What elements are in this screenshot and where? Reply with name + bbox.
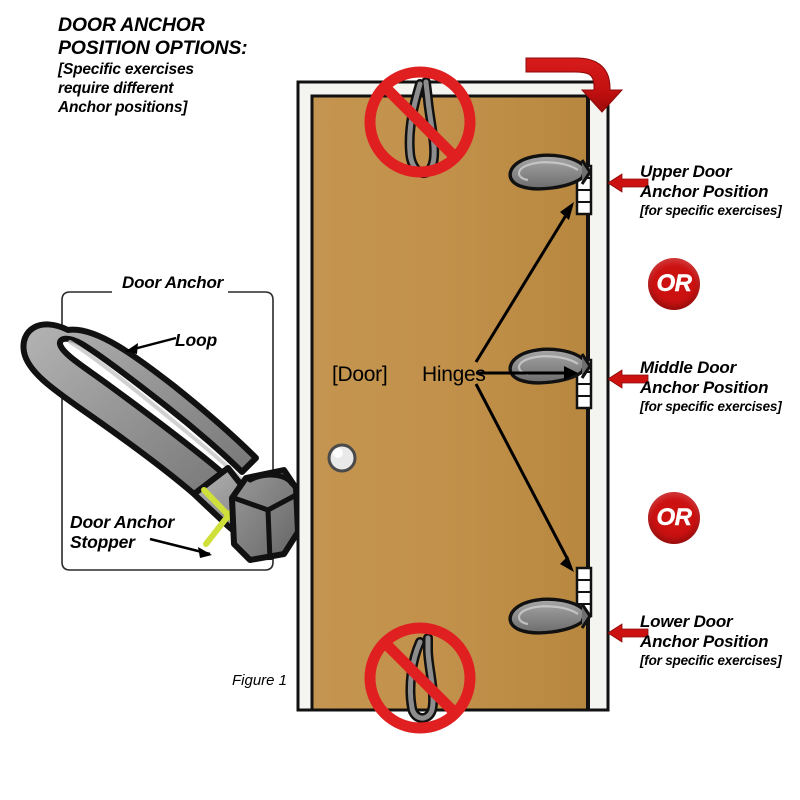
hinges-leader-lines [474, 202, 578, 572]
stopper-label: Door Anchor Stopper [70, 512, 174, 552]
heading-line-3: [Specific exercises [58, 61, 194, 78]
strap-loop-outer [20, 321, 259, 529]
callout-middle-line-3: [for specific exercises] [640, 399, 782, 414]
callout-lower-door-anchor: Lower Door Anchor Position [for specific… [640, 612, 800, 669]
figure-caption: Figure 1 [232, 672, 288, 689]
callout-middle-door-anchor: Middle Door Anchor Position [for specifi… [640, 358, 800, 415]
doorknob-icon [327, 443, 357, 473]
heading-line-5: Anchor positions] [58, 99, 188, 116]
door-anchor-lower [508, 597, 592, 635]
loop-label: Loop [175, 330, 217, 350]
stopper-leader-arrow [149, 537, 212, 558]
loop-leader-arrow [125, 336, 177, 354]
door-drawing [296, 66, 610, 734]
callout-middle-line-2: Anchor Position [640, 378, 769, 397]
bottom-prohibited-anchor [364, 622, 476, 734]
top-prohibited-anchor [364, 66, 476, 178]
callout-lower-line-1: Lower Door [640, 612, 733, 631]
or-badge-bottom: OR [648, 492, 700, 544]
door-anchor-inset: Door Anchor [20, 273, 301, 572]
door-anchor-stopper-block [229, 467, 301, 563]
inset-title: Door Anchor [117, 273, 229, 293]
door-label: [Door] [332, 363, 388, 386]
red-curved-arrow-icon [525, 57, 624, 113]
stopper-label-line-2: Stopper [70, 532, 135, 552]
door-anchor-illustration [20, 321, 301, 563]
callout-upper-line-2: Anchor Position [640, 182, 769, 201]
heading-line-1: DOOR ANCHOR [58, 14, 205, 36]
callout-lower-line-3: [for specific exercises] [640, 653, 782, 668]
door-figure: [Door] Hinges [280, 60, 625, 734]
or-badge-top-label: OR [656, 270, 692, 297]
callout-upper-line-3: [for specific exercises] [640, 203, 782, 218]
callout-arrow-middle-icon [607, 369, 649, 389]
callout-upper-line-1: Upper Door [640, 162, 732, 181]
callout-arrow-upper-icon [607, 173, 649, 193]
callout-middle-line-1: Middle Door [640, 358, 737, 377]
door-anchor-upper [508, 153, 592, 191]
heading-line-2: POSITION OPTIONS: [58, 37, 248, 59]
or-badge-top: OR [648, 258, 700, 310]
callout-arrow-lower-icon [607, 623, 649, 643]
stopper-label-line-1: Door Anchor [70, 512, 175, 532]
or-badge-bottom-label: OR [656, 504, 692, 531]
hinges-label: Hinges [422, 363, 486, 386]
callout-lower-line-2: Anchor Position [640, 632, 769, 651]
heading-block: DOOR ANCHOR POSITION OPTIONS: [Specific … [58, 14, 288, 117]
callout-upper-door-anchor: Upper Door Anchor Position [for specific… [640, 162, 800, 219]
heading-line-4: require different [58, 80, 174, 97]
inset-border [61, 291, 274, 571]
